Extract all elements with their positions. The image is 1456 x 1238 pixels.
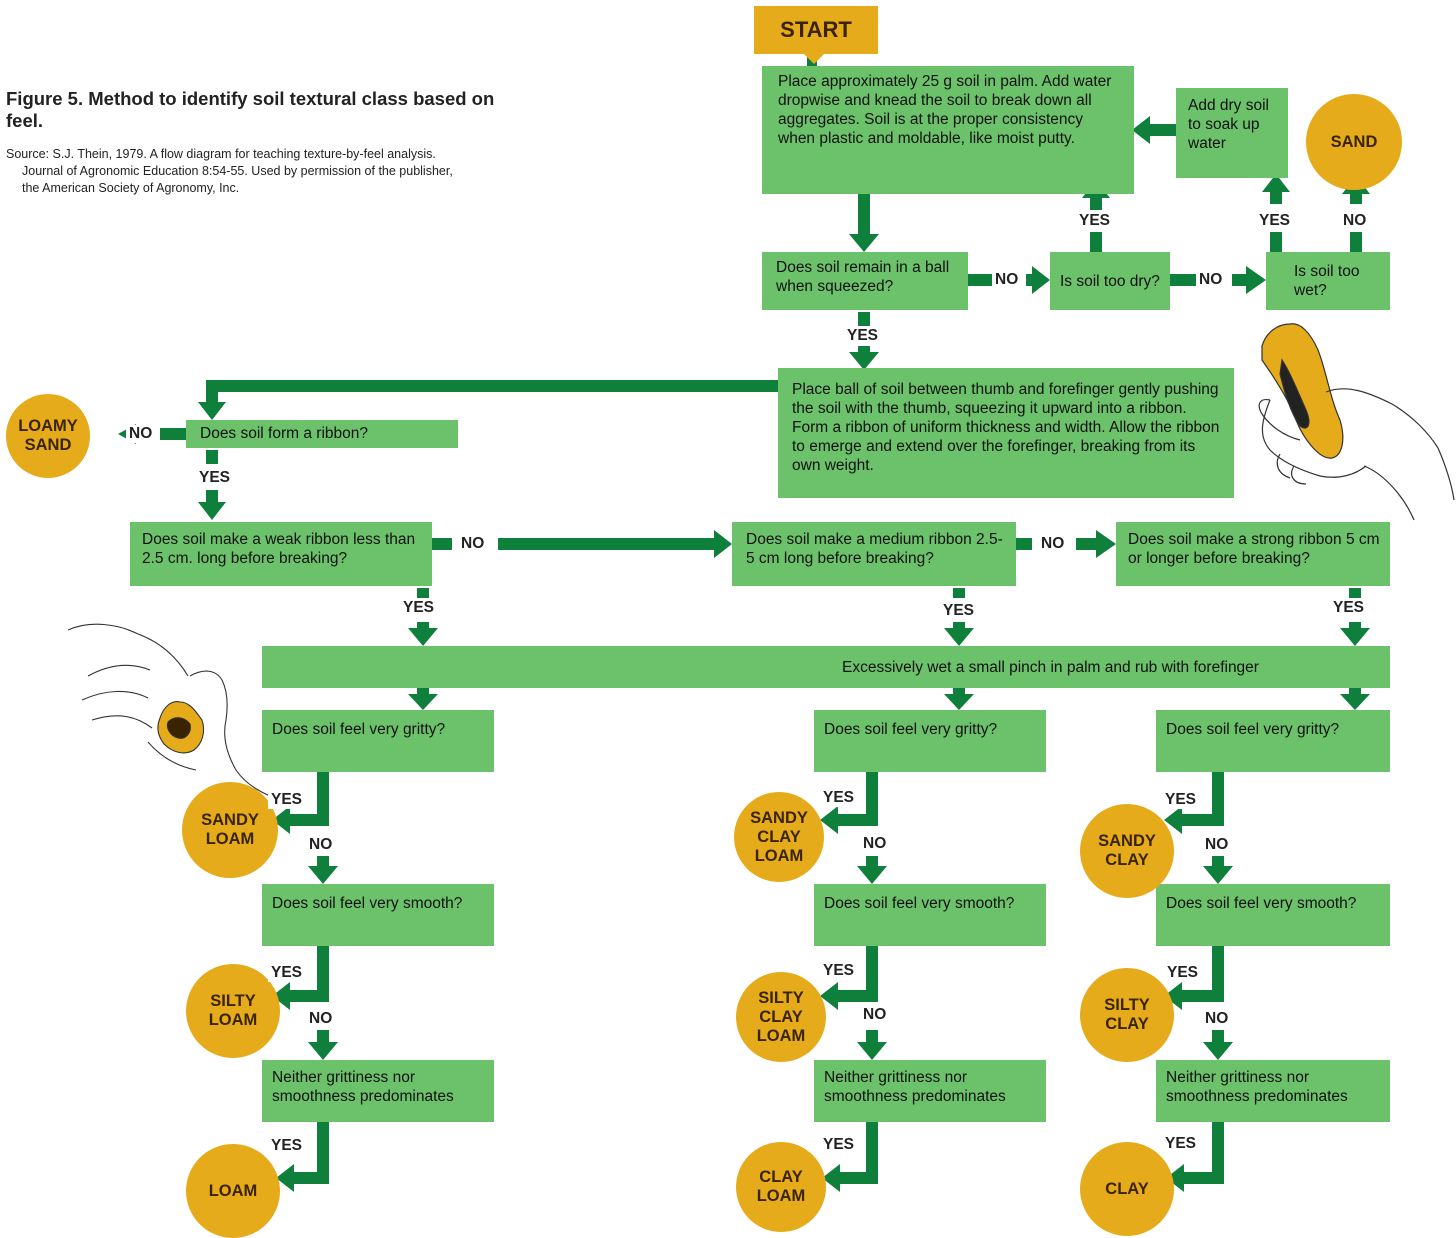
label-no-gritty-col1: NO [306, 836, 336, 854]
question-too-dry: Is soil too dry? [1050, 252, 1170, 310]
question-smooth-col2: Does soil feel very smooth? [814, 884, 1046, 946]
label-no-ball: NO [992, 271, 1022, 289]
label-yes-medium: YES [940, 602, 978, 620]
result-loam: LOAM [186, 1144, 280, 1238]
step-neither-col3: Neither grittiness nor smoothness predom… [1156, 1060, 1390, 1122]
hand-ribbon-illustration [1258, 323, 1455, 521]
result-sand: SAND [1306, 94, 1402, 190]
label-yes-ribbon: YES [196, 469, 234, 487]
step-ribbon-instructions: Place ball of soil between thumb and for… [778, 368, 1234, 498]
label-yes-neither-col1: YES [268, 1137, 306, 1155]
result-silty-loam: SILTY LOAM [186, 964, 280, 1058]
label-yes-neither-col3: YES [1162, 1135, 1200, 1153]
label-no-medium: NO [1038, 535, 1068, 553]
result-sandy-clay-loam-line3: LOAM [754, 846, 804, 865]
result-sandy-clay: SANDY CLAY [1080, 804, 1174, 898]
result-loamy-sand: LOAMY SAND [6, 394, 90, 478]
question-smooth-col1: Does soil feel very smooth? [262, 884, 494, 946]
question-smooth-col3: Does soil feel very smooth? [1156, 884, 1390, 946]
result-sandy-loam-line1: SANDY [201, 811, 259, 829]
label-yes-wet: YES [1256, 212, 1294, 230]
label-yes-ball: YES [844, 327, 882, 345]
result-silty-clay-line2: CLAY [1105, 1015, 1149, 1033]
label-yes-smooth-col2: YES [820, 962, 858, 980]
label-no-gritty-col2: NO [860, 835, 890, 853]
label-yes-smooth-col3: YES [1164, 964, 1202, 982]
question-medium-ribbon: Does soil make a medium ribbon 2.5-5 cm … [732, 522, 1016, 586]
label-no-dry: NO [1196, 271, 1226, 289]
result-loamy-sand-line2: SAND [24, 436, 72, 454]
label-no-gritty-col3: NO [1202, 836, 1232, 854]
label-yes-weak: YES [400, 599, 438, 617]
label-yes-gritty-col3: YES [1162, 791, 1200, 809]
label-no-smooth-col2: NO [860, 1006, 890, 1024]
label-no-ribbon: NO [126, 425, 156, 443]
label-no-smooth-col3: NO [1202, 1010, 1232, 1028]
label-yes-smooth-col1: YES [268, 964, 306, 982]
question-strong-ribbon: Does soil make a strong ribbon 5 cm or l… [1116, 522, 1390, 586]
result-clay-label: CLAY [1105, 1179, 1149, 1198]
question-weak-ribbon: Does soil make a weak ribbon less than 2… [130, 522, 432, 586]
question-remain-ball: Does soil remain in a ball when squeezed… [762, 252, 968, 310]
result-silty-loam-line2: LOAM [208, 1011, 258, 1029]
label-no-wet: NO [1340, 212, 1370, 230]
result-silty-clay-loam: SILTY CLAY LOAM [736, 972, 826, 1062]
result-sandy-clay-line1: SANDY [1098, 832, 1156, 850]
step-add-dry-soil: Add dry soil to soak up water [1176, 88, 1288, 178]
question-gritty-col3: Does soil feel very gritty? [1156, 710, 1390, 772]
hand-rub-illustration [67, 623, 271, 797]
step-wet-pinch: Excessively wet a small pinch in palm an… [262, 646, 1390, 688]
result-silty-clay: SILTY CLAY [1080, 968, 1174, 1062]
source-line-1: Source: S.J. Thein, 1979. A flow diagram… [6, 147, 436, 161]
step-neither-col1: Neither grittiness nor smoothness predom… [262, 1060, 494, 1122]
label-no-smooth-col1: NO [306, 1010, 336, 1028]
result-clay-loam-line1: CLAY [759, 1168, 803, 1186]
result-clay-loam: CLAY LOAM [736, 1142, 826, 1232]
result-sandy-loam: SANDY LOAM [182, 782, 278, 878]
result-silty-clay-loam-line3: LOAM [756, 1026, 806, 1045]
result-sandy-clay-loam: SANDY CLAY LOAM [734, 792, 824, 882]
source-line-3: the American Society of Agronomy, Inc. [22, 181, 240, 195]
step-neither-col2: Neither grittiness nor smoothness predom… [814, 1060, 1046, 1122]
label-yes-neither-col2: YES [820, 1136, 858, 1154]
result-silty-loam-line1: SILTY [210, 992, 256, 1010]
question-too-wet: Is soil too wet? [1266, 252, 1390, 310]
figure-source: Source: S.J. Thein, 1979. A flow diagram… [6, 146, 646, 197]
label-yes-gritty-col2: YES [820, 789, 858, 807]
result-sand-label: SAND [1330, 132, 1378, 151]
result-sandy-clay-line2: CLAY [1105, 851, 1149, 869]
label-yes-dry: YES [1076, 212, 1114, 230]
result-silty-clay-loam-line1: SILTY [758, 988, 804, 1007]
result-loamy-sand-line1: LOAMY [18, 417, 78, 435]
question-gritty-col2: Does soil feel very gritty? [814, 710, 1046, 772]
question-gritty-col1: Does soil feel very gritty? [262, 710, 494, 772]
label-no-weak: NO [458, 535, 488, 553]
label-yes-gritty-col1: YES [268, 791, 306, 809]
result-sandy-clay-loam-line2: CLAY [757, 827, 801, 846]
figure-title: Figure 5. Method to identify soil textur… [6, 88, 495, 131]
question-form-ribbon: Does soil form a ribbon? [186, 420, 458, 448]
result-loam-label: LOAM [208, 1181, 258, 1200]
result-clay-loam-line2: LOAM [756, 1187, 806, 1205]
result-silty-clay-line1: SILTY [1104, 996, 1150, 1014]
result-sandy-loam-line2: LOAM [205, 830, 255, 848]
start-marker: START [754, 6, 878, 64]
result-sandy-clay-loam-line1: SANDY [750, 808, 808, 827]
label-yes-strong: YES [1330, 599, 1368, 617]
result-silty-clay-loam-line2: CLAY [759, 1007, 803, 1026]
result-clay: CLAY [1080, 1142, 1174, 1236]
step-place-soil: Place approximately 25 g soil in palm. A… [762, 66, 1134, 194]
source-line-2: Journal of Agronomic Education 8:54-55. … [22, 164, 453, 178]
